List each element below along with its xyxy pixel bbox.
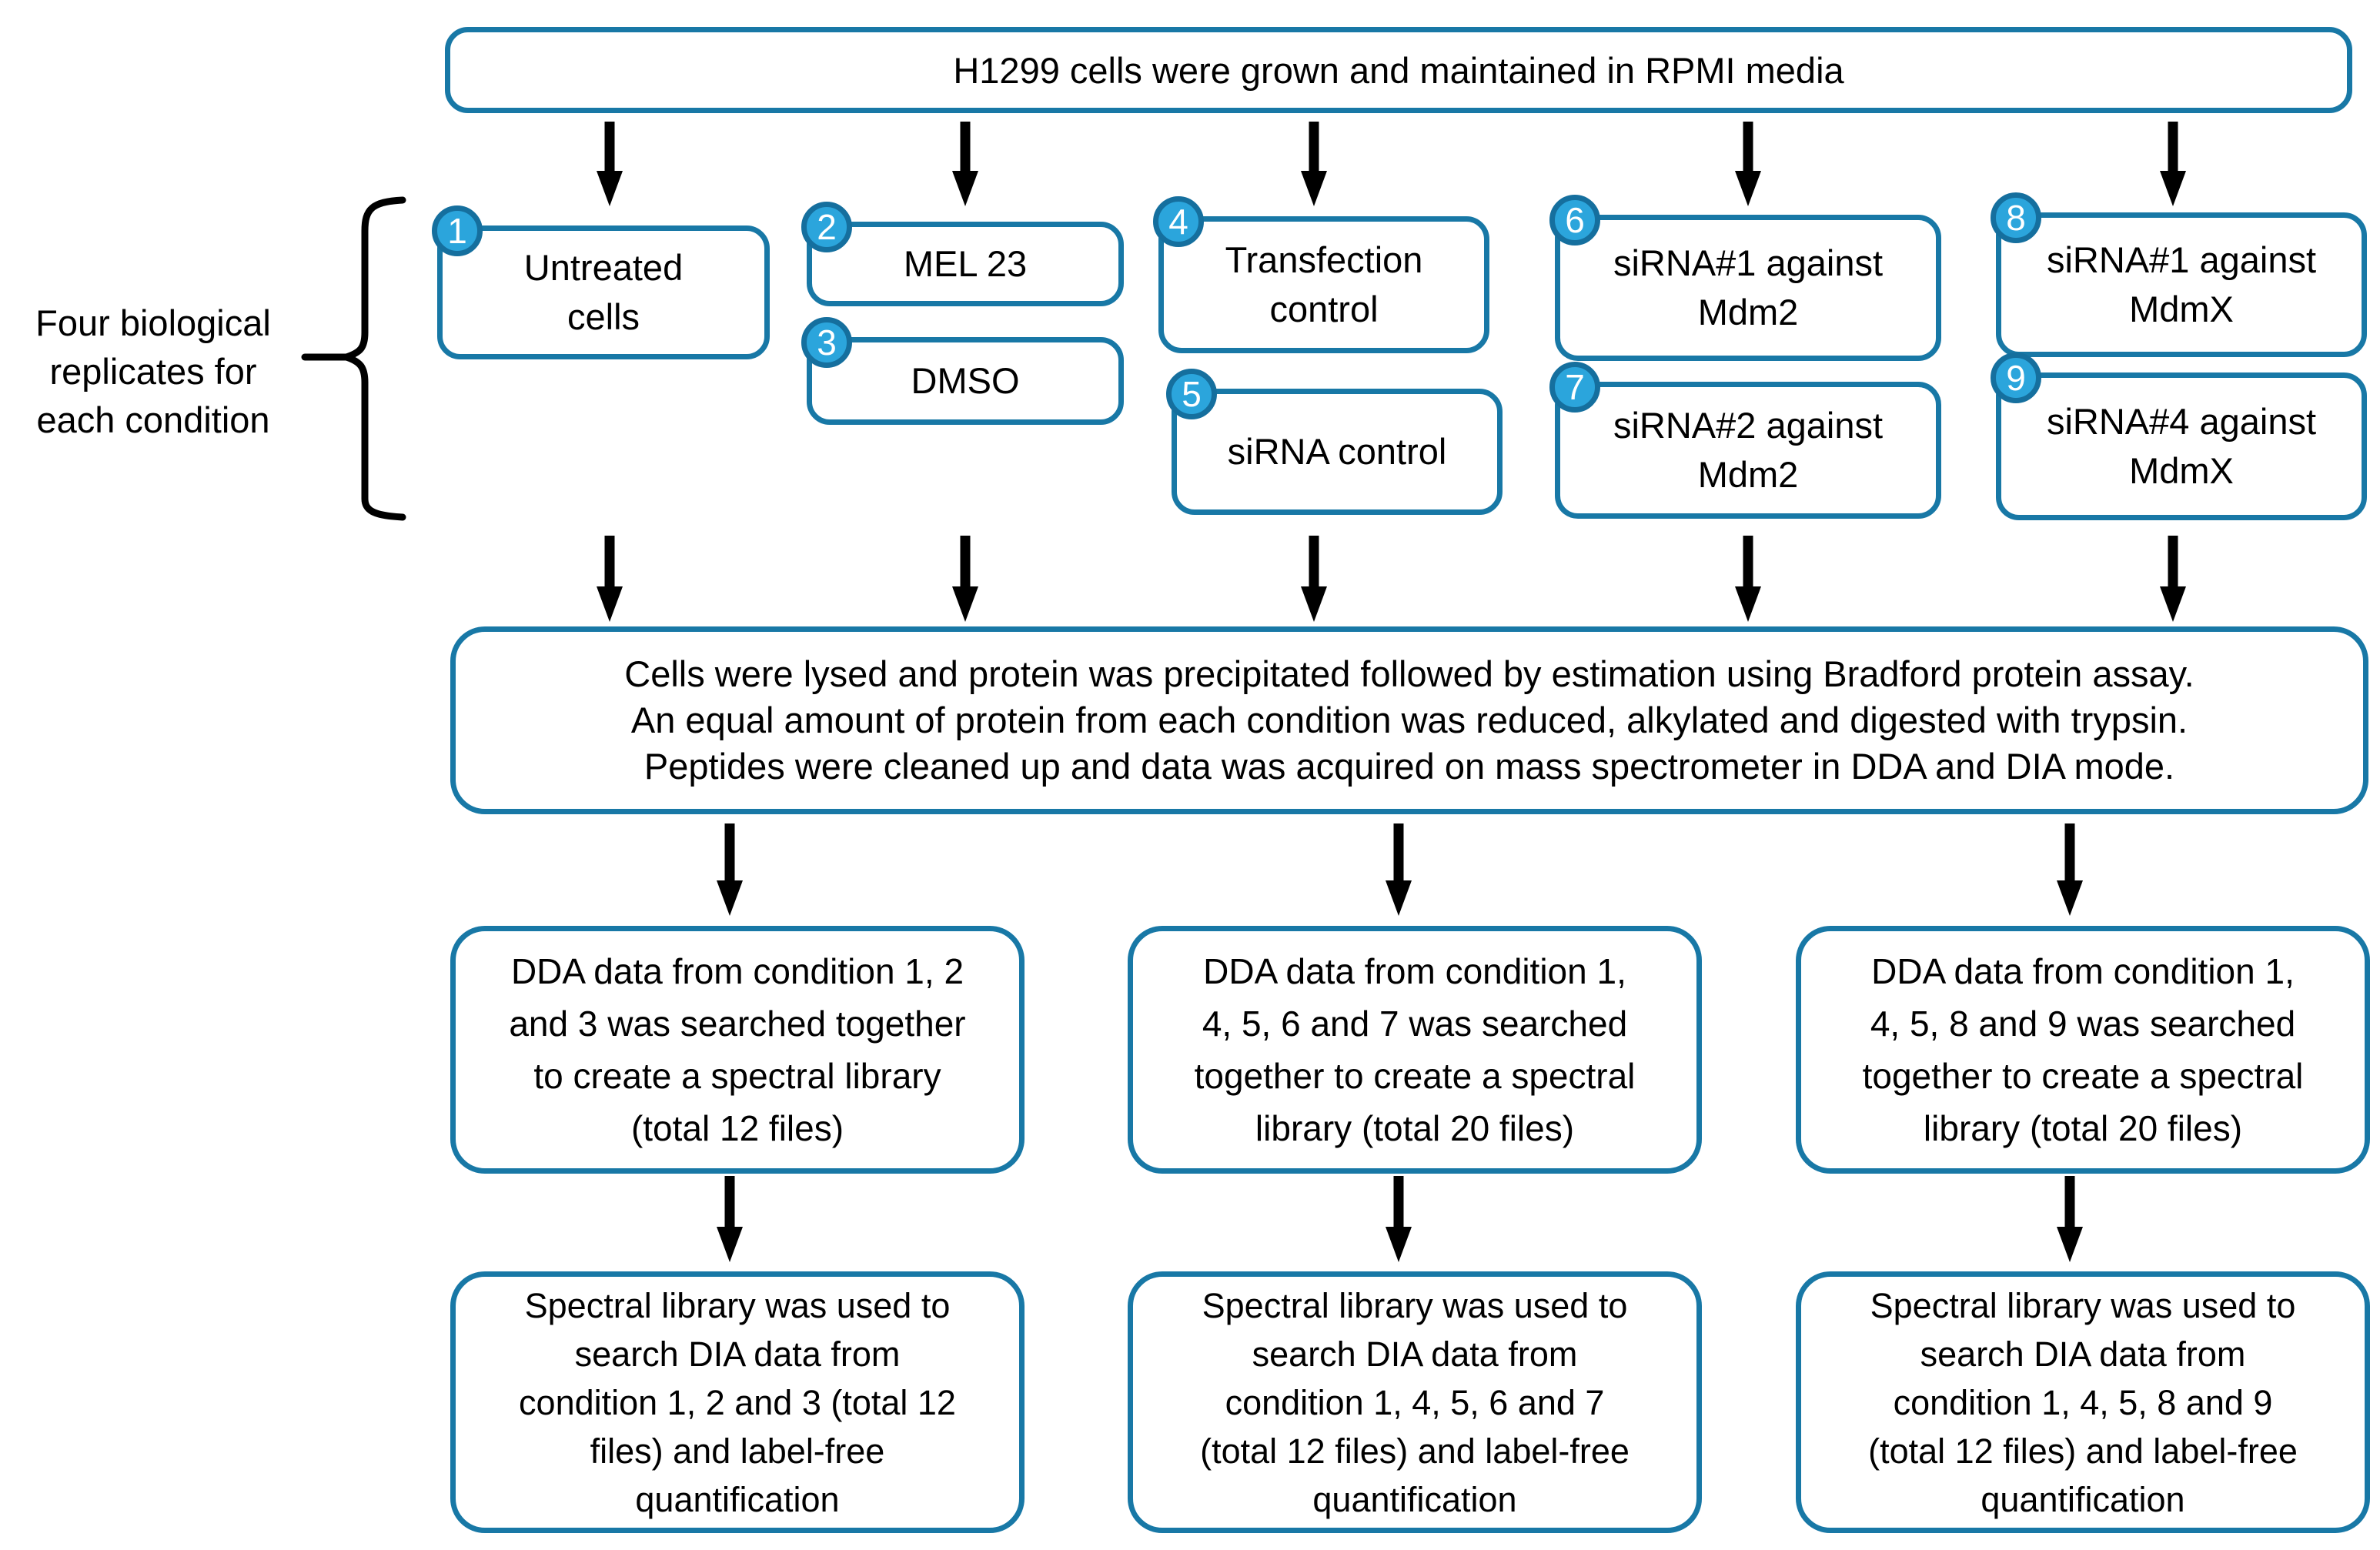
text-line: search DIA data from [574, 1334, 901, 1374]
text-line: DMSO [911, 360, 1020, 401]
condition-badge-1: 1 [432, 205, 483, 256]
curly-brace-icon [301, 196, 406, 521]
text-line: (total 12 files) [630, 1108, 844, 1148]
text-line: siRNA control [1227, 431, 1447, 472]
condition-box-5: 5 siRNA control [1166, 369, 1503, 515]
text-line: search DIA data from [1920, 1334, 2246, 1374]
text-line: quantification [1981, 1479, 2185, 1519]
condition-badge-7: 7 [1549, 362, 1600, 413]
dia-quantification-box-2: Spectral library was used to search DIA d… [1128, 1271, 1702, 1533]
text-line: Mdm2 [1697, 454, 1799, 495]
text-line: each condition [36, 399, 270, 440]
condition-badge-6: 6 [1549, 195, 1600, 246]
text-line: together to create a spectral [1862, 1056, 2304, 1096]
text-line: DDA data from condition 1, 2 [510, 951, 964, 991]
text-line: Four biological [35, 302, 271, 343]
condition-label-2: MEL 23 [904, 239, 1027, 289]
text-line: Spectral library was used to [524, 1285, 951, 1325]
text-line: to create a spectral library [533, 1056, 941, 1096]
top-box-text: H1299 cells were grown and maintained in… [953, 49, 1844, 91]
text-line: search DIA data from [1252, 1334, 1578, 1374]
text-line: siRNA#2 against [1613, 405, 1884, 446]
text-line: siRNA#1 against [1613, 242, 1884, 283]
arrow-down-icon [597, 122, 2186, 206]
text-line: Transfection [1225, 239, 1423, 280]
condition-badge-3: 3 [801, 317, 852, 368]
text-line: (total 12 files) and label-free [1200, 1431, 1630, 1471]
text-line: An equal amount of protein from each con… [630, 700, 2188, 740]
text-line: siRNA#1 against [2046, 239, 2317, 280]
replicates-annotation: Four biological replicates for each condit… [6, 299, 300, 444]
text-line: replicates for [49, 351, 257, 392]
text-line: MEL 23 [903, 243, 1028, 284]
text-line: Spectral library was used to [1870, 1285, 2296, 1325]
condition-label-1: Untreated cells [524, 243, 683, 342]
condition-box-4: 4 Transfection control [1153, 196, 1489, 353]
condition-label-4: Transfection control [1225, 236, 1423, 334]
condition-badge-4: 4 [1153, 196, 1204, 247]
text-line: together to create a spectral [1194, 1056, 1636, 1096]
text-line: 4, 5, 6 and 7 was searched [1202, 1004, 1628, 1044]
text-line: condition 1, 2 and 3 (total 12 [519, 1382, 956, 1422]
condition-badge-5: 5 [1166, 369, 1217, 419]
text-line: Spectral library was used to [1202, 1285, 1628, 1325]
condition-badge-2: 2 [801, 202, 852, 252]
condition-label-3: DMSO [911, 356, 1020, 406]
text-line: (total 12 files) and label-free [1868, 1431, 2298, 1471]
dia-quantification-box-3: Spectral library was used to search DIA d… [1796, 1271, 2370, 1533]
dda-library-box-3: DDA data from condition 1, 4, 5, 8 and 9 … [1796, 926, 2370, 1174]
condition-badge-9: 9 [1991, 352, 2041, 403]
dda-library-box-1: DDA data from condition 1, 2 and 3 was se… [450, 926, 1025, 1174]
condition-label-5: siRNA control [1228, 427, 1447, 476]
text-line: condition 1, 4, 5, 8 and 9 [1893, 1382, 2273, 1422]
text-line: library (total 20 files) [1923, 1108, 2243, 1148]
condition-badge-8: 8 [1991, 192, 2041, 243]
text-line: Cells were lysed and protein was precipi… [624, 653, 2194, 694]
text-line: and 3 was searched together [509, 1004, 966, 1044]
condition-box-3: 3 DMSO [801, 317, 1124, 425]
text-line: MdmX [2129, 450, 2234, 491]
lysis-digestion-box: Cells were lysed and protein was precipi… [450, 626, 2368, 814]
text-line: Untreated [523, 247, 684, 288]
arrow-down-icon [597, 536, 2186, 622]
text-line: library (total 20 files) [1255, 1108, 1575, 1148]
text-line: DDA data from condition 1, [1203, 951, 1626, 991]
text-line: MdmX [2129, 289, 2234, 329]
text-line: 4, 5, 8 and 9 was searched [1870, 1004, 2296, 1044]
text-line: quantification [635, 1479, 840, 1519]
text-line: DDA data from condition 1, [1871, 951, 2295, 991]
top-box: H1299 cells were grown and maintained in… [445, 27, 2352, 113]
dia-quantification-box-1: Spectral library was used to search DIA d… [450, 1271, 1025, 1533]
text-line: siRNA#4 against [2046, 401, 2317, 442]
text-line: condition 1, 4, 5, 6 and 7 [1225, 1382, 1605, 1422]
condition-box-1: 1 Untreated cells [432, 205, 770, 359]
text-line: cells [567, 296, 640, 337]
text-line: control [1269, 289, 1379, 329]
arrow-down-icon [717, 823, 2083, 916]
text-line: Mdm2 [1697, 292, 1799, 332]
text-line: Peptides were cleaned up and data was ac… [643, 746, 2175, 787]
condition-box-2: 2 MEL 23 [801, 202, 1124, 306]
text-line: quantification [1312, 1479, 1517, 1519]
text-line: files) and label-free [590, 1431, 885, 1471]
dda-library-box-2: DDA data from condition 1, 4, 5, 6 and 7 … [1128, 926, 1702, 1174]
arrow-down-icon [717, 1176, 2083, 1262]
